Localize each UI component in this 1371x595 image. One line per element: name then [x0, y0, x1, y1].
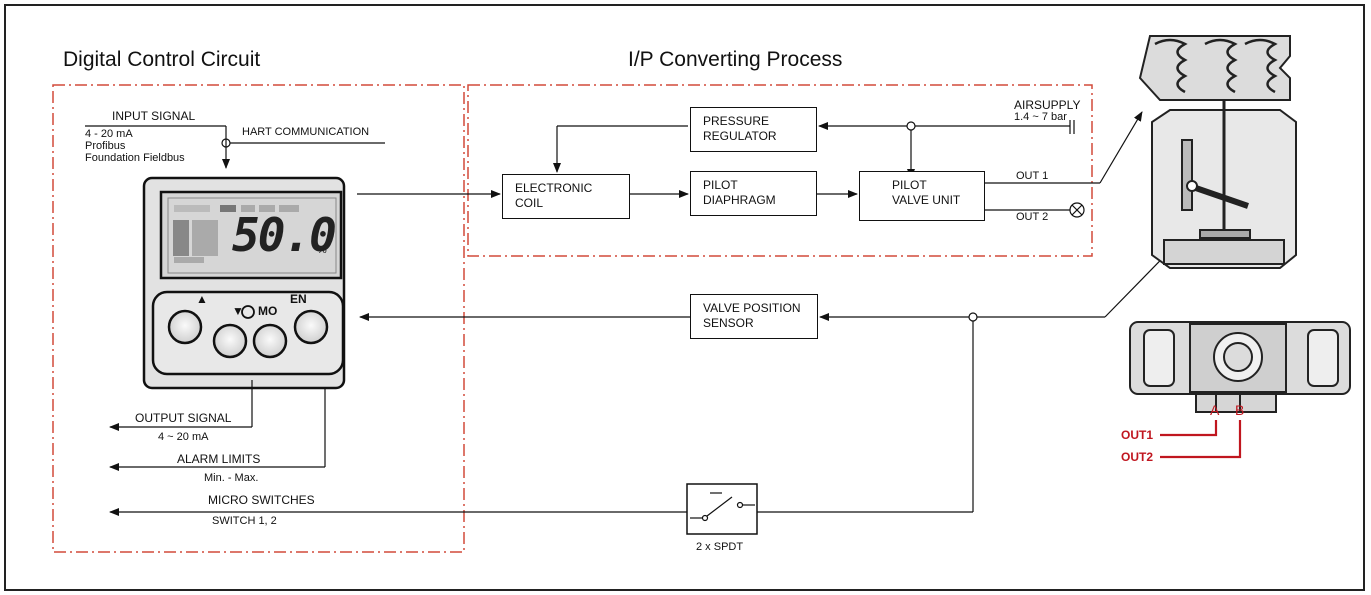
mode-button[interactable] — [252, 323, 288, 359]
positioner-device — [142, 176, 346, 390]
micro-switches-label: MICRO SWITCHES — [208, 493, 315, 507]
pilot-diaphragm-line1: PILOT — [703, 178, 738, 192]
ip-converting-process-border — [467, 84, 1093, 257]
alarm-range-label: Min. - Max. — [204, 472, 259, 484]
pressure-regulator-block: PRESSURE REGULATOR — [690, 107, 817, 152]
spdt-label: 2 x SPDT — [696, 541, 744, 553]
enter-button[interactable] — [293, 309, 329, 345]
digital-control-circuit-title: Digital Control Circuit — [63, 48, 261, 71]
pressure-regulator-line2: REGULATOR — [703, 129, 777, 143]
output-signal-label: OUTPUT SIGNAL — [135, 411, 232, 425]
air-supply-range: 1.4 ~ 7 bar — [1014, 111, 1067, 123]
port-out1-label: OUT1 — [1121, 428, 1154, 442]
up-button-label: ▲ — [196, 292, 208, 306]
valve-position-sensor-line1: VALVE POSITION — [703, 301, 801, 315]
out1-label: OUT 1 — [1016, 170, 1049, 182]
control-panel — [151, 290, 345, 376]
display-unit: % — [317, 244, 327, 256]
alarm-limits-label: ALARM LIMITS — [177, 452, 261, 466]
ip-flow-lines — [357, 111, 1143, 218]
air-supply-label: AIRSUPPLY — [1014, 98, 1081, 112]
port-b-label: B — [1235, 402, 1245, 418]
port-a-label: A — [1210, 402, 1220, 418]
feedback-lines — [109, 227, 1193, 516]
electronic-coil-line1: ELECTRONIC — [515, 181, 593, 195]
outer-frame — [4, 4, 1365, 591]
down-button-label: ▼ — [232, 304, 244, 318]
input-signal-lines — [85, 125, 385, 169]
pressure-regulator-line1: PRESSURE — [703, 114, 770, 128]
electronic-coil-line2: COIL — [515, 196, 544, 210]
pilot-diaphragm-block: PILOT DIAPHRAGM — [690, 171, 817, 216]
digital-control-circuit-border — [52, 84, 465, 553]
mode-button-label: MO — [258, 304, 278, 318]
spdt-switch — [686, 483, 758, 535]
valve-actuator-illustration — [1138, 35, 1297, 269]
enter-button-label: EN — [290, 292, 307, 306]
port-out2-label: OUT2 — [1121, 450, 1154, 464]
pilot-valve-unit-block: PILOT VALVE UNIT — [859, 171, 985, 221]
fieldbus-label: Foundation Fieldbus — [85, 152, 185, 164]
pilot-diaphragm-line2: DIAPHRAGM — [703, 193, 776, 207]
input-range-label: 4 - 20 mA — [85, 128, 133, 140]
profibus-label: Profibus — [85, 140, 126, 152]
valve-position-sensor-line2: SENSOR — [703, 316, 754, 330]
hart-communication-label: HART COMMUNICATION — [242, 126, 370, 138]
up-button[interactable] — [167, 309, 203, 345]
down-button[interactable] — [212, 323, 248, 359]
pilot-valve-unit-line1: PILOT — [892, 178, 927, 192]
port-lines — [1160, 420, 1242, 459]
switch-ids-label: SWITCH 1, 2 — [212, 515, 277, 527]
pilot-valve-unit-line2: VALVE UNIT — [892, 193, 961, 207]
ip-converting-process-title: I/P Converting Process — [628, 48, 843, 71]
rotary-actuator-illustration — [1129, 321, 1351, 413]
out2-label: OUT 2 — [1016, 211, 1049, 223]
valve-position-sensor-block: VALVE POSITION SENSOR — [690, 294, 818, 339]
input-signal-label: INPUT SIGNAL — [112, 109, 196, 123]
display-reading: 50.0 — [232, 208, 337, 262]
output-range-label: 4 ~ 20 mA — [158, 431, 209, 443]
electronic-coil-block: ELECTRONIC COIL — [502, 174, 630, 219]
